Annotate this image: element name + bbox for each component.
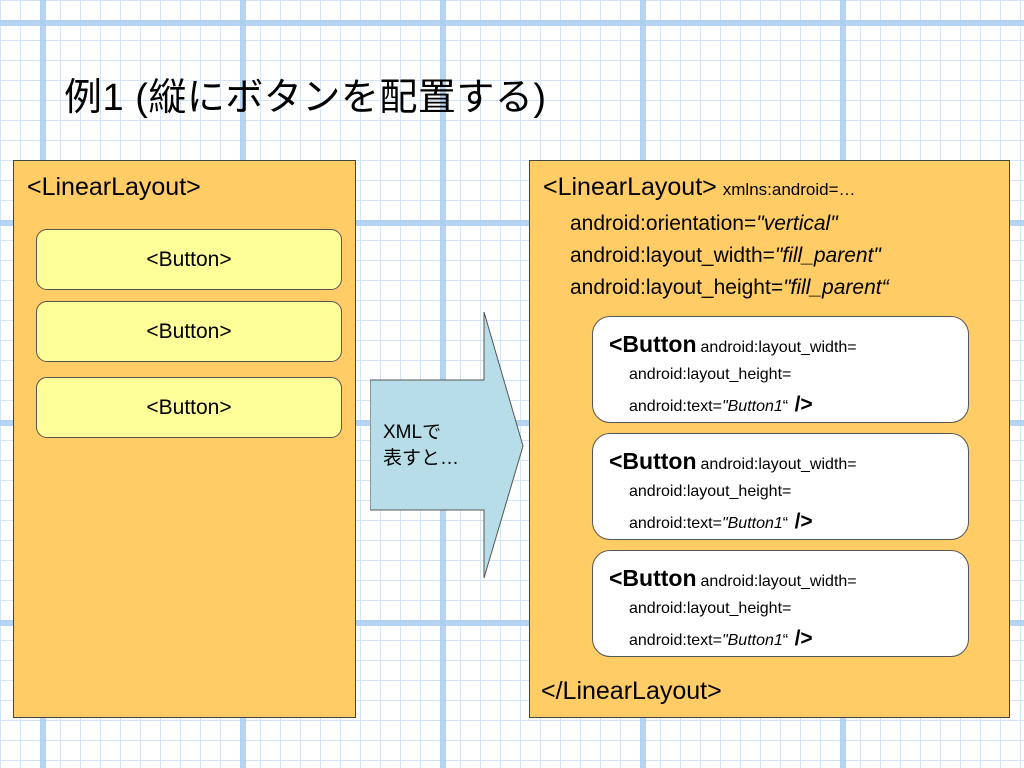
height-attribute: android:layout_height=	[629, 483, 792, 500]
width-attribute: android:layout_width=	[700, 573, 857, 590]
xml-close-tag: </LinearLayout>	[541, 677, 722, 705]
tag-closer: />	[794, 627, 813, 650]
xml-open-tag-name: <LinearLayout>	[543, 173, 717, 201]
slide-title: 例1 (縦にボタンを配置する)	[64, 77, 547, 119]
button-tag: <Button	[609, 565, 697, 591]
arrow-caption-line1: XMLで	[383, 422, 442, 443]
tag-closer: />	[794, 393, 813, 416]
attribute-name: android:layout_height=	[570, 276, 784, 299]
button-tag: <Button	[609, 331, 697, 357]
close-quote: “	[782, 632, 789, 649]
layout-height-attribute: android:layout_height="fill_parent“	[570, 276, 889, 300]
button-preview-2: <Button>	[36, 301, 342, 362]
text-attribute: android:text=	[629, 632, 722, 649]
button-preview-3: <Button>	[36, 377, 342, 438]
height-attribute: android:layout_height=	[629, 600, 792, 617]
attribute-value: "fill_parent"	[774, 244, 881, 267]
close-quote: “	[782, 398, 789, 415]
linear-layout-label: <LinearLayout>	[27, 173, 201, 201]
layout-width-attribute: android:layout_width="fill_parent"	[570, 244, 881, 268]
close-quote: “	[782, 515, 789, 532]
width-attribute: android:layout_width=	[700, 339, 857, 356]
text-value: "Button1	[721, 515, 783, 532]
text-attribute: android:text=	[629, 515, 722, 532]
button-preview-1: <Button>	[36, 229, 342, 290]
right-arrow-icon	[370, 312, 524, 579]
attribute-name: android:layout_width=	[570, 244, 775, 267]
xml-open-tag: <LinearLayout> xmlns:android=…	[543, 173, 856, 202]
linear-layout-panel: <LinearLayout> <Button> <Button> <Button…	[13, 160, 356, 718]
attribute-name: android:orientation=	[570, 212, 757, 235]
orientation-attribute: android:orientation="vertical"	[570, 212, 838, 236]
xmlns-attribute: xmlns:android=…	[722, 180, 856, 199]
button-tag: <Button	[609, 448, 697, 474]
text-value: "Button1	[721, 398, 783, 415]
height-attribute: android:layout_height=	[629, 366, 792, 383]
tag-closer: />	[794, 510, 813, 533]
xml-code-panel: <LinearLayout> xmlns:android=… android:or…	[529, 160, 1010, 718]
width-attribute: android:layout_width=	[700, 456, 857, 473]
arrow-caption: XMLで 表すと…	[383, 420, 459, 471]
arrow-caption-line2: 表すと…	[383, 447, 460, 469]
text-value: "Button1	[721, 632, 783, 649]
attribute-value: "vertical"	[756, 212, 838, 235]
text-attribute: android:text=	[629, 398, 722, 415]
attribute-value: "fill_parent“	[783, 276, 889, 299]
